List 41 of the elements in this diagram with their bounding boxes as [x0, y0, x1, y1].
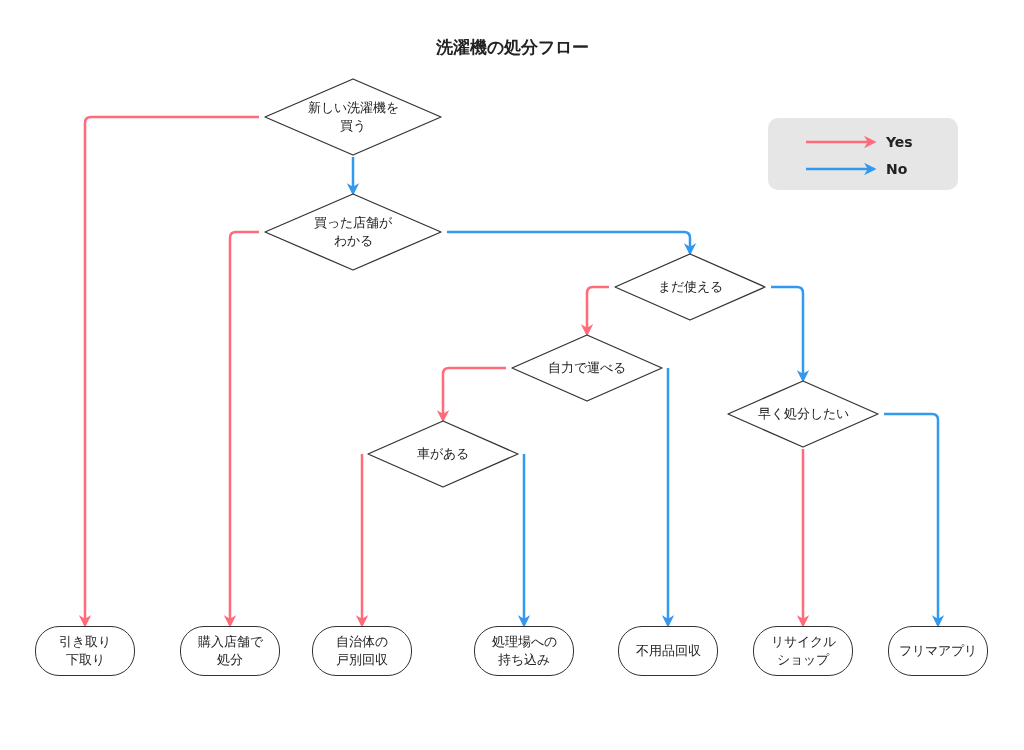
arrow — [796, 449, 810, 628]
arrow — [517, 452, 531, 628]
node-label: フリマアプリ — [899, 641, 977, 660]
terminal-box — [474, 626, 574, 676]
terminal-box — [888, 626, 988, 676]
arrow — [661, 366, 675, 628]
decision-diamond — [512, 335, 662, 401]
arrow — [771, 285, 810, 383]
node-label: 自治体の戸別回収 — [335, 632, 389, 669]
arrow — [346, 157, 360, 196]
arrow — [223, 230, 259, 628]
decision-diamond — [368, 421, 518, 487]
node-label: 購入店舗で処分 — [196, 632, 264, 669]
node-label: 車がある — [417, 444, 469, 463]
terminal-box — [312, 626, 412, 676]
diagram-title: 洗濯機の処分フロー — [434, 36, 590, 59]
terminal-box — [35, 626, 135, 676]
node-label: 早く処分したい — [757, 404, 849, 423]
arrow — [447, 230, 697, 256]
arrow — [355, 452, 369, 628]
legend-label: Yes — [886, 133, 913, 150]
node-label: 引き取り下取り — [58, 632, 112, 669]
terminal-box — [618, 626, 718, 676]
decision-diamond — [265, 194, 441, 270]
node-label: 自力で運べる — [548, 358, 626, 377]
node-label: 処理場への持ち込み — [490, 632, 558, 669]
node-label: 不用品回収 — [635, 641, 701, 660]
decision-diamond — [728, 381, 878, 447]
arrow — [78, 115, 259, 628]
legend-label: No — [886, 160, 908, 177]
arrow — [436, 366, 506, 423]
decision-diamond — [615, 254, 765, 320]
terminal-box — [753, 626, 853, 676]
node-label: 新しい洗濯機を買う — [306, 98, 400, 135]
terminal-box — [180, 626, 280, 676]
arrow — [884, 412, 945, 628]
node-label: まだ使える — [657, 277, 723, 296]
decision-diamond — [265, 79, 441, 155]
node-label: 買った店舗がわかる — [313, 213, 393, 250]
node-label: リサイクルショップ — [769, 632, 837, 669]
arrow — [580, 285, 609, 337]
